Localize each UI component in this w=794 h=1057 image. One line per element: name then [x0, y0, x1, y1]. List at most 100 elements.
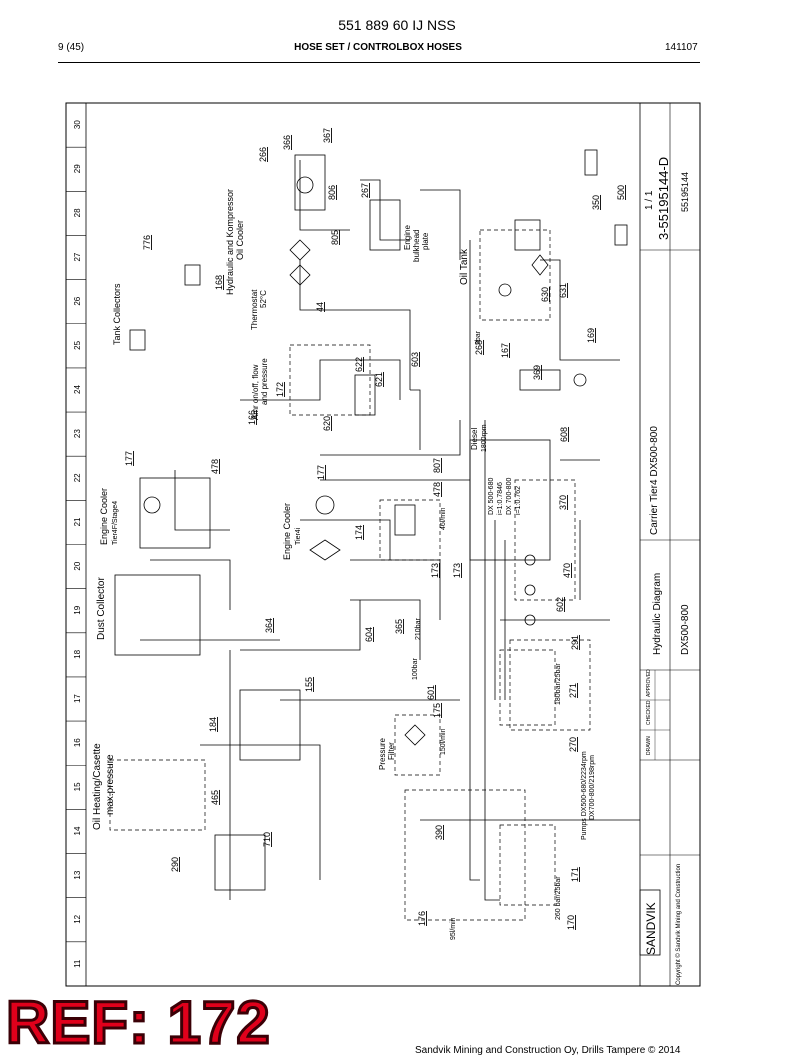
- carrier-label: Carrier Tier4 DX500-800: [649, 426, 660, 535]
- ref-callout: 166: [247, 410, 257, 425]
- cross-reference: 55195144: [680, 172, 690, 212]
- label-engine-cooler-2: Engine Cooler: [282, 503, 292, 560]
- ref-callout: 806: [327, 185, 337, 200]
- ref-callout: 171: [570, 867, 580, 882]
- grid-column-number: 18: [73, 649, 82, 658]
- label-engine-cooler-2b: Tier4i: [295, 527, 302, 545]
- grid-column-number: 25: [73, 340, 82, 349]
- label-bar-100: 100bar: [412, 658, 419, 680]
- grid-column-number: 21: [73, 517, 82, 526]
- ref-callout: 350: [591, 195, 601, 210]
- label-amr-b: and pressure: [260, 358, 269, 405]
- ref-callout: 270: [568, 737, 578, 752]
- ref-callout: 608: [559, 427, 569, 442]
- label-pressure-filter-b: Filter: [387, 742, 396, 760]
- grid-column-number: 17: [73, 694, 82, 703]
- document-date: 141107: [665, 42, 698, 53]
- grid-column-number: 12: [73, 914, 82, 923]
- ref-callout: 169: [586, 328, 596, 343]
- label-pressure-filter: Pressure: [378, 737, 387, 770]
- grid-column-number: 20: [73, 561, 82, 570]
- label-flow-150: 150l/min: [440, 728, 447, 755]
- drawing-number: 3-55195144-D: [656, 157, 671, 240]
- grid-column-number: 16: [73, 738, 82, 747]
- row-checked: CHECKED: [646, 700, 652, 725]
- ref-callout: 364: [264, 618, 274, 633]
- grid-column-number: 13: [73, 870, 82, 879]
- ref-callout: 366: [282, 135, 292, 150]
- ref-callout: 710: [262, 832, 272, 847]
- label-engine-bulkhead-b: bulkhead: [412, 230, 421, 262]
- ref-callout: 365: [394, 619, 404, 634]
- page-number: 9 (45): [58, 42, 85, 53]
- label-bar-2: 2bar: [475, 330, 482, 345]
- label-ratio-2b: i=1:0.762: [515, 486, 522, 515]
- ref-callout: 621: [374, 372, 384, 387]
- drawing-title: Hydraulic Diagram: [652, 573, 663, 655]
- ref-callout: 266: [258, 147, 268, 162]
- label-engine-bulkhead: Engine: [403, 225, 412, 250]
- grid-column-number: 24: [73, 385, 82, 394]
- label-bar-260: 260 bar/25bar: [555, 876, 562, 920]
- ref-callout: 603: [410, 352, 420, 367]
- grid-column-number: 30: [73, 120, 82, 129]
- footer-copyright: Sandvik Mining and Construction Oy, Dril…: [415, 1045, 681, 1056]
- label-pumps-b: DX700-800/2198rpm: [589, 755, 596, 820]
- ref-callout: 601: [426, 685, 436, 700]
- ref-callout: 172: [275, 382, 285, 397]
- grid-column-number: 29: [73, 164, 82, 173]
- grid-column-number: 19: [73, 605, 82, 614]
- label-bar-210: 210bar: [415, 618, 422, 640]
- ref-callout: 184: [208, 717, 218, 732]
- ref-callout: 478: [432, 482, 442, 497]
- ref-callout: 155: [304, 677, 314, 692]
- ref-callout: 470: [562, 563, 572, 578]
- ref-callout: 268: [474, 340, 484, 355]
- ref-callout: 631: [558, 283, 568, 298]
- ref-callout: 173: [452, 563, 462, 578]
- label-thermostat: Thermostat: [250, 289, 259, 330]
- ref-callout: 44: [315, 302, 325, 312]
- grid-column-number: 14: [73, 826, 82, 835]
- label-engine-cooler-1: Engine Cooler: [99, 488, 109, 545]
- hose-lines-dashed: [109, 229, 591, 921]
- grid-column-number: 22: [73, 473, 82, 482]
- ref-callout: 807: [432, 458, 442, 473]
- ref-callout: 622: [354, 357, 364, 372]
- label-oil-tank: Oil Tank: [459, 248, 470, 285]
- ref-callout: 478: [210, 459, 220, 474]
- ref-stamp: REF: 172: [5, 988, 272, 1057]
- label-flow-46: 46l/min: [440, 507, 447, 530]
- ref-callout: 465: [210, 790, 220, 805]
- row-drawn: DRAWN: [646, 736, 652, 755]
- ref-callout: 174: [354, 525, 364, 540]
- grid-column-number: 28: [73, 208, 82, 217]
- ref-callout: 390: [434, 825, 444, 840]
- row-approved: APPROVED: [646, 669, 652, 697]
- ref-callout: 177: [316, 465, 326, 480]
- ref-callout: 604: [364, 627, 374, 642]
- grid-column-number: 11: [73, 959, 82, 968]
- components: [114, 149, 628, 891]
- ref-callout: 367: [322, 128, 332, 143]
- label-max-pressure: max.pressure: [105, 754, 116, 815]
- grid-column-number: 27: [73, 252, 82, 261]
- label-ratio-1: DX 500-680: [488, 478, 495, 515]
- label-hyd-compressor: Hydraulic and Kompressor: [225, 189, 235, 295]
- label-ratio-1b: i=1:0.7846: [497, 482, 504, 515]
- ref-callout: 176: [417, 911, 427, 926]
- page-title: HOSE SET / CONTROLBOX HOSES: [294, 42, 462, 53]
- ref-callout: 620: [322, 416, 332, 431]
- ref-callout: 370: [558, 495, 568, 510]
- label-thermostat-temp: 52°C: [259, 290, 268, 308]
- ref-callout: 271: [568, 683, 578, 698]
- ref-callout: 167: [500, 343, 510, 358]
- drawing-model: DX500-800: [680, 604, 691, 655]
- label-dust-collector: Dust Collector: [96, 577, 107, 640]
- copyright-text: Copyright © Sandvik Mining and Construct…: [675, 864, 682, 985]
- grid-column-number: 15: [73, 782, 82, 791]
- label-bar-180: 180bar/25bar: [555, 663, 562, 705]
